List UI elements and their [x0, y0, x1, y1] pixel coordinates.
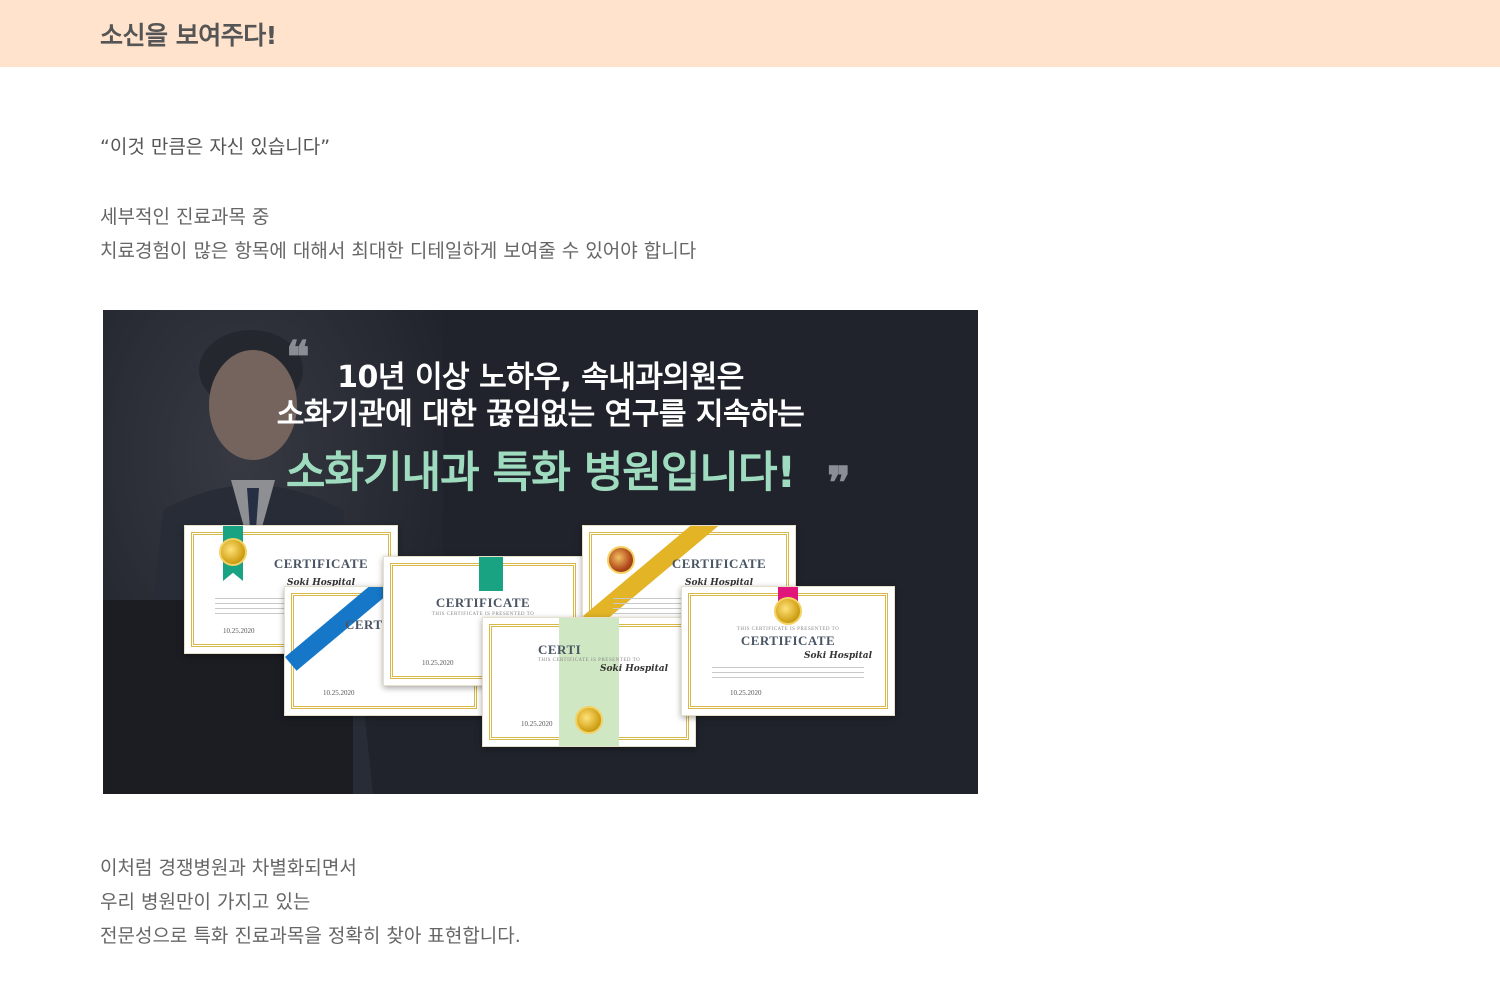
certificate-title: CERTIFICATE [273, 556, 369, 571]
gold-medal-icon [607, 546, 635, 574]
certificate-title: CERTI [538, 642, 582, 657]
certificate-signature: Soki Hospital [804, 651, 872, 661]
certificate-card: THIS CERTIFICATE IS PRESENTED TO CERTIFI… [681, 586, 895, 716]
outro-line-2: 우리 병원만이 가지고 있는 [100, 891, 311, 913]
certificate-date: 10.25.2020 [730, 689, 762, 697]
close-quote-icon: ❞ [827, 458, 851, 509]
certificate-date: 10.25.2020 [521, 720, 553, 728]
certificate-title: CERTIFICATE [435, 595, 531, 610]
intro-line-2: 치료경험이 많은 항목에 대해서 최대한 디테일하게 보여줄 수 있어야 합니다 [100, 240, 697, 262]
intro-line-1: 세부적인 진료과목 중 [100, 206, 270, 228]
certificate-date: 10.25.2020 [223, 627, 255, 635]
header-bar: 소신을 보여주다! [0, 0, 1500, 67]
certificate-signature: Soki Hospital [600, 664, 668, 674]
outro-paragraph: 이처럼 경쟁병원과 차별화되면서 우리 병원만이 가지고 있는 전문성으로 특화… [100, 851, 521, 953]
certificate-date: 10.25.2020 [323, 689, 355, 697]
gold-medal-icon [774, 597, 802, 625]
certificate-banner-image: ❝ 10년 이상 노하우, 속내과의원은 소화기관에 대한 끊임없는 연구를 지… [103, 310, 978, 794]
certificate-date: 10.25.2020 [422, 659, 454, 667]
gold-medal-icon [575, 706, 603, 734]
certificate-title: CERTIFICATE [740, 633, 836, 648]
intro-paragraph: 세부적인 진료과목 중 치료경험이 많은 항목에 대해서 최대한 디테일하게 보… [100, 200, 696, 268]
certificate-subtitle: THIS CERTIFICATE IS PRESENTED TO [736, 627, 840, 632]
open-quote-icon: ❝ [286, 332, 310, 383]
certificate-title: CERTI [345, 617, 389, 632]
certificate-title: CERTIFICATE [671, 556, 767, 571]
quote-text: “이것 만큼은 자신 있습니다” [100, 136, 331, 158]
outro-line-1: 이처럼 경쟁병원과 차별화되면서 [100, 857, 357, 879]
banner-headline-1: 10년 이상 노하우, 속내과의원은 [337, 360, 744, 395]
outro-line-3: 전문성으로 특화 진료과목을 정확히 찾아 표현합니다. [100, 925, 521, 947]
banner-headline-2: 소화기관에 대한 끊임없는 연구를 지속하는 [276, 397, 805, 432]
certificate-subtitle: THIS CERTIFICATE IS PRESENTED TO [431, 612, 535, 617]
green-ribbon-icon [479, 557, 503, 591]
banner-headline-highlight: 소화기내과 특화 병원입니다! [285, 448, 796, 498]
certificate-signature: Soki Hospital [287, 578, 355, 588]
certificate-subtitle: THIS CERTIFICATE IS PRESENTED TO [537, 658, 641, 663]
page-title: 소신을 보여주다! [100, 21, 277, 50]
gold-medal-icon [219, 538, 247, 566]
certificate-card: CERTI THIS CERTIFICATE IS PRESENTED TO S… [482, 617, 696, 747]
certificate-signature: Soki Hospital [685, 578, 753, 588]
